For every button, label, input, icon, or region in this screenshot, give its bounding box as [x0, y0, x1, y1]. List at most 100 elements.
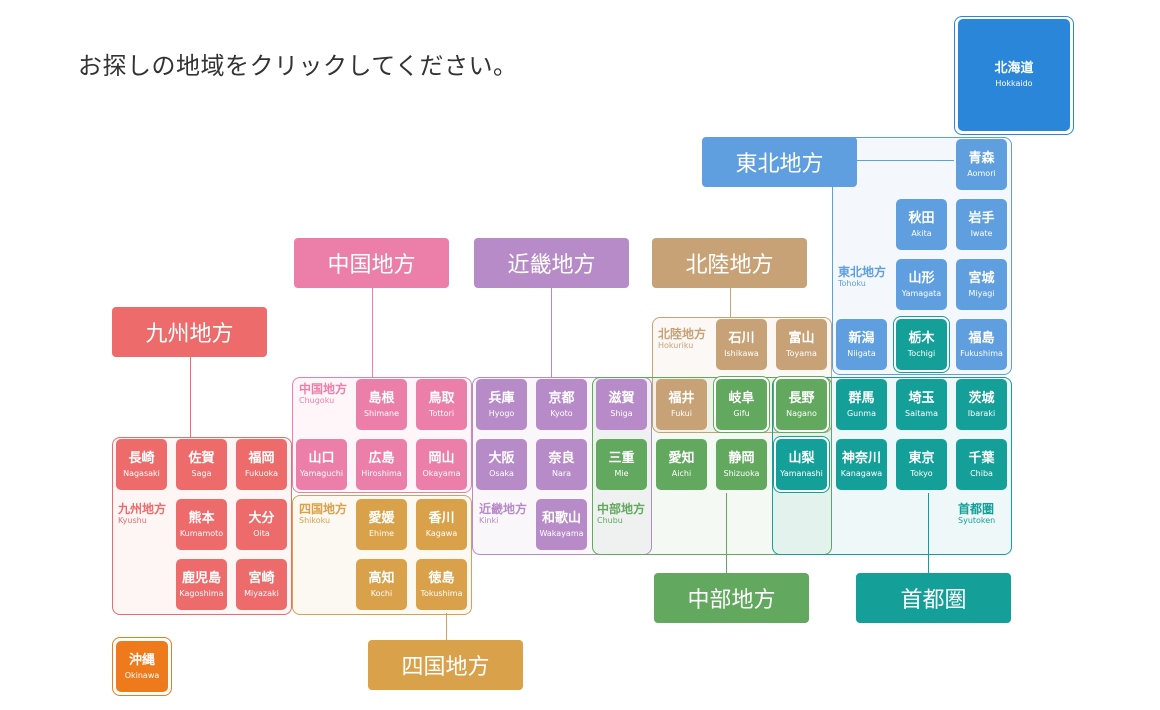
pref-label-en: Chiba — [970, 468, 993, 478]
pref-label-jp: 和歌山 — [541, 510, 581, 526]
region-button-chubu[interactable]: 中部地方 — [654, 573, 809, 623]
pref-label-en: Iwate — [970, 228, 993, 238]
pref-kagawa[interactable]: 香川 Kagawa — [416, 499, 467, 550]
pref-label-en: Saitama — [905, 408, 938, 418]
pref-label-en: Okinawa — [124, 670, 160, 680]
connector-shikoku — [446, 613, 447, 640]
connector-tohoku — [857, 160, 954, 161]
instruction-text: お探しの地域をクリックしてください。 — [78, 52, 518, 80]
pref-label-en: Kagawa — [425, 528, 458, 538]
pref-label-en: Kochi — [370, 588, 393, 598]
pref-label-en: Toyama — [786, 348, 817, 358]
region-button-chugoku[interactable]: 中国地方 — [294, 238, 449, 288]
region-button-tohoku[interactable]: 東北地方 — [702, 137, 857, 187]
pref-akita[interactable]: 秋田 Akita — [896, 199, 947, 250]
zone-okinawa — [112, 637, 172, 696]
region-button-kinki[interactable]: 近畿地方 — [474, 238, 629, 288]
pref-label-en: Kanagawa — [840, 468, 883, 478]
pref-gunma[interactable]: 群馬 Gunma — [836, 379, 887, 430]
pref-label-jp: 群馬 — [848, 390, 875, 406]
pref-label-en: Gunma — [846, 408, 877, 418]
pref-label-en: Hokkaido — [995, 79, 1033, 88]
pref-label-en: Yamagata — [901, 288, 942, 298]
pref-label-jp: 栃木 — [908, 330, 935, 346]
region-button-shikoku[interactable]: 四国地方 — [368, 640, 523, 690]
pref-label-jp: 長野 — [788, 390, 815, 406]
region-button-hokuriku[interactable]: 北陸地方 — [652, 238, 807, 288]
connector-chugoku — [372, 288, 373, 377]
pref-label-en: Fukuoka — [245, 468, 278, 478]
pref-nagasaki[interactable]: 長崎 Nagasaki — [116, 439, 167, 490]
connector-kinki — [551, 288, 552, 377]
pref-label-jp: 滋賀 — [608, 390, 635, 406]
pref-label-jp: 宮城 — [968, 270, 995, 286]
pref-label-jp: 広島 — [368, 450, 395, 466]
pref-label-en: Shimane — [363, 408, 400, 418]
pref-label-jp: 長崎 — [128, 450, 155, 466]
connector-shutoken — [928, 493, 929, 573]
pref-label-en: Ishikawa — [724, 348, 759, 358]
connector-kyushu — [190, 357, 191, 437]
pref-label-en: Kyoto — [550, 408, 573, 418]
pref-label-jp: 埼玉 — [908, 390, 935, 406]
region-button-shutoken[interactable]: 首都圏 — [856, 573, 1011, 623]
pref-label-jp: 愛知 — [668, 450, 695, 466]
pref-label-jp: 東京 — [908, 450, 935, 466]
pref-label-jp: 沖縄 — [128, 652, 155, 668]
pref-label-jp: 鳥取 — [428, 390, 455, 406]
pref-label-jp: 香川 — [428, 510, 455, 526]
pref-okinawa[interactable]: 沖縄 Okinawa — [116, 641, 168, 692]
pref-label-jp: 秋田 — [908, 210, 935, 226]
pref-label-en: Akita — [911, 228, 932, 238]
region-button-kyushu[interactable]: 九州地方 — [112, 307, 267, 357]
pref-label-en: Nagasaki — [123, 468, 160, 478]
pref-label-jp: 岡山 — [428, 450, 455, 466]
pref-label-jp: 佐賀 — [188, 450, 215, 466]
pref-saitama[interactable]: 埼玉 Saitama — [896, 379, 947, 430]
